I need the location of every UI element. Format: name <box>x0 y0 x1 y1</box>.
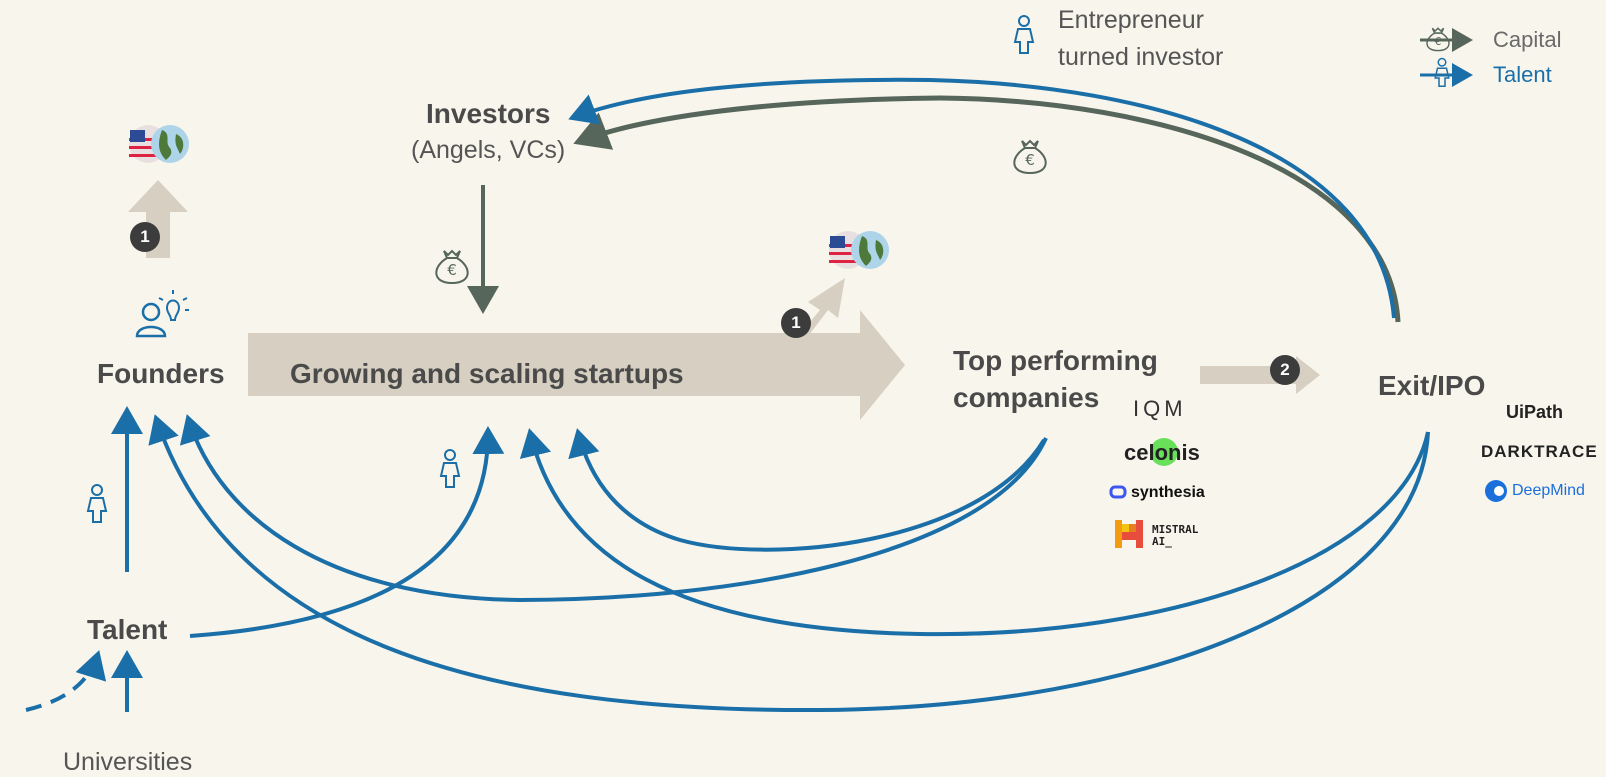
uipath-logo: UiPath <box>1506 402 1564 422</box>
exit-ipo-label: Exit/IPO <box>1378 370 1486 401</box>
synthesia-logo: synthesia <box>1131 484 1205 501</box>
mistral-logo-line2: AI_ <box>1152 535 1172 548</box>
talent-arrow-dashed-inflow <box>25 650 107 712</box>
us-world-flag-icon <box>129 125 189 163</box>
universities-label: Universities <box>63 748 193 776</box>
talent-arrow-exit-to-investors <box>568 77 1396 319</box>
step-badge-1-founders: 1 <box>130 222 160 252</box>
us-world-flag-icon <box>829 231 889 269</box>
investors-subtitle: (Angels, VCs) <box>411 136 566 164</box>
legend-capital-arrow <box>1420 27 1473 52</box>
entrepreneur-label-line2: turned investor <box>1058 43 1224 71</box>
expansion-arrow-startups <box>778 278 845 360</box>
step-badge-2-exit: 2 <box>1270 355 1300 385</box>
darktrace-logo: DARKTRACE <box>1481 442 1598 461</box>
talent-arrow-talent-to-startups <box>189 426 505 638</box>
mistral-logo-mark <box>1115 520 1143 548</box>
main-flow-arrow <box>248 310 905 420</box>
iqm-logo: IQM <box>1133 396 1187 421</box>
top-companies-line2: companies <box>953 382 1100 413</box>
top-companies-line1: Top performing <box>953 345 1158 376</box>
deepmind-logo: DeepMind <box>1512 482 1585 499</box>
legend-talent-label: Talent <box>1493 62 1552 87</box>
person-icon <box>87 484 107 523</box>
deepmind-logo-mark <box>1485 480 1507 502</box>
mistral-logo-line1: MISTRAL <box>1152 523 1199 536</box>
capital-arrow-exit-to-investors <box>573 95 1401 323</box>
money-bag-icon <box>1013 140 1047 174</box>
person-icon <box>1014 15 1034 54</box>
entrepreneur-label-line1: Entrepreneur <box>1058 6 1204 34</box>
talent-arrow-exit-to-founders <box>148 414 1430 713</box>
talent-label: Talent <box>87 614 168 645</box>
talent-arrow-top-to-startups <box>568 428 1046 552</box>
startups-label: Growing and scaling startups <box>290 358 684 389</box>
legend-capital-label: Capital <box>1493 27 1562 52</box>
talent-arrow-exit-to-startups <box>519 428 1430 637</box>
founder-idea-icon <box>135 290 189 338</box>
expansion-arrow-founders <box>128 180 188 258</box>
celonis-logo-blob <box>1150 438 1178 466</box>
celonis-logo: celonis <box>1124 440 1200 465</box>
talent-arrow-top-to-founders <box>179 414 1048 603</box>
exit-flow-arrow <box>1200 356 1320 394</box>
synthesia-logo-mark <box>1109 485 1127 499</box>
legend-talent-arrow <box>1420 57 1473 87</box>
money-bag-icon <box>435 250 469 284</box>
investors-title: Investors <box>426 98 551 129</box>
founders-label: Founders <box>97 358 225 389</box>
person-icon <box>440 449 460 488</box>
step-badge-1-startups: 1 <box>781 308 811 338</box>
